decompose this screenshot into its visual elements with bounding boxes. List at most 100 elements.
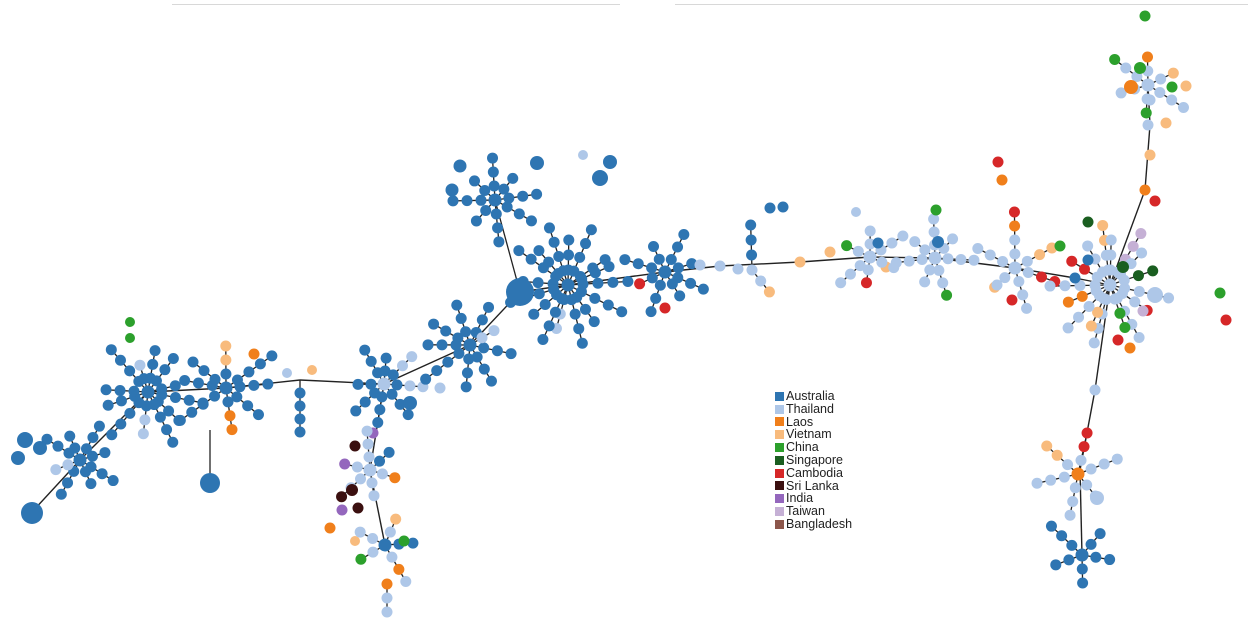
sample-node (1066, 255, 1078, 267)
sample-node (102, 399, 114, 411)
sample-node (685, 277, 697, 289)
sample-node (672, 241, 684, 253)
sample-node (860, 277, 872, 289)
sample-node (937, 277, 949, 289)
hub-node (658, 265, 672, 279)
sample-node (167, 353, 179, 365)
sample-node (579, 303, 591, 315)
sample-node (471, 351, 483, 363)
sample-node (1133, 286, 1145, 298)
legend-label: Taiwan (786, 504, 825, 519)
sample-node (1105, 249, 1117, 261)
sample-node (1013, 275, 1025, 287)
sample-node (187, 356, 199, 368)
sample-node (602, 299, 614, 311)
sample-node (243, 366, 255, 378)
sample-node (746, 249, 758, 261)
sample-node (390, 513, 402, 525)
hub-node (928, 251, 942, 265)
sample-node (746, 264, 758, 276)
sample-node (1009, 248, 1021, 260)
sample-node (764, 202, 776, 214)
sample-node (354, 526, 366, 538)
sample-node (114, 385, 126, 397)
sample-node (588, 316, 600, 328)
sample-node (607, 276, 619, 288)
sample-node (1062, 459, 1074, 471)
hub-node (363, 463, 377, 477)
sample-node (372, 417, 384, 429)
sample-node (220, 354, 232, 366)
sample-node (1139, 10, 1151, 22)
sample-node (1085, 538, 1097, 550)
hub-node (1141, 78, 1155, 92)
sample-node (99, 447, 111, 459)
sample-node (352, 502, 364, 514)
sample-node (634, 278, 646, 290)
sample-node (488, 325, 500, 337)
sample-node (490, 208, 502, 220)
sample-node (686, 258, 698, 270)
sample-node (569, 308, 581, 320)
sample-node (897, 230, 909, 242)
sample-node (294, 426, 306, 438)
sample-node (1045, 474, 1057, 486)
sample-node (125, 317, 135, 327)
sample-node (1166, 94, 1178, 106)
sample-node (852, 245, 864, 257)
sample-node (452, 332, 464, 344)
sample-node (134, 359, 146, 371)
sample-node (1111, 453, 1123, 465)
sample-node (339, 458, 351, 470)
sample-node (1139, 184, 1151, 196)
sample-node (445, 183, 459, 197)
sample-node (383, 446, 395, 458)
sample-node (1075, 454, 1087, 466)
sample-node (1073, 311, 1085, 323)
sample-node (476, 314, 488, 326)
sample-node (324, 522, 336, 534)
legend-item: Australia (775, 390, 852, 403)
sample-node (537, 334, 549, 346)
legend-item: Thailand (775, 402, 852, 416)
sample-node (391, 379, 403, 391)
sample-node (1140, 107, 1152, 119)
sample-node (469, 175, 481, 187)
sample-node (932, 236, 944, 248)
sample-node (1051, 449, 1063, 461)
sample-node (1063, 554, 1075, 566)
sample-node (1137, 305, 1149, 317)
sample-node (533, 288, 545, 300)
sample-node (169, 380, 181, 392)
sample-node (386, 551, 398, 563)
sample-node (355, 553, 367, 565)
legend-swatch (775, 455, 784, 465)
sample-node (794, 256, 806, 268)
sample-node (1082, 254, 1094, 266)
sample-node (580, 238, 592, 250)
legend-item: China (775, 441, 852, 454)
sample-node (1059, 280, 1071, 292)
sample-node (576, 273, 588, 285)
sample-node (374, 404, 386, 416)
sample-node (1104, 554, 1116, 566)
sample-node (1120, 62, 1132, 74)
legend-swatch (775, 404, 784, 414)
sample-node (361, 425, 373, 437)
sample-node (226, 424, 238, 436)
legend-swatch (775, 391, 784, 401)
sample-node (420, 373, 432, 385)
sample-node (1109, 53, 1121, 65)
sample-node (501, 201, 513, 213)
sample-node (992, 156, 1004, 168)
sample-node (366, 477, 378, 489)
sample-node (589, 267, 601, 279)
sample-node (1009, 234, 1021, 246)
sample-node (440, 325, 452, 337)
sample-node (69, 442, 81, 454)
sample-node (492, 222, 504, 234)
network-edge (1079, 469, 1083, 556)
legend-label: Cambodia (786, 465, 843, 480)
sample-node (665, 253, 677, 265)
sample-node (362, 438, 374, 450)
